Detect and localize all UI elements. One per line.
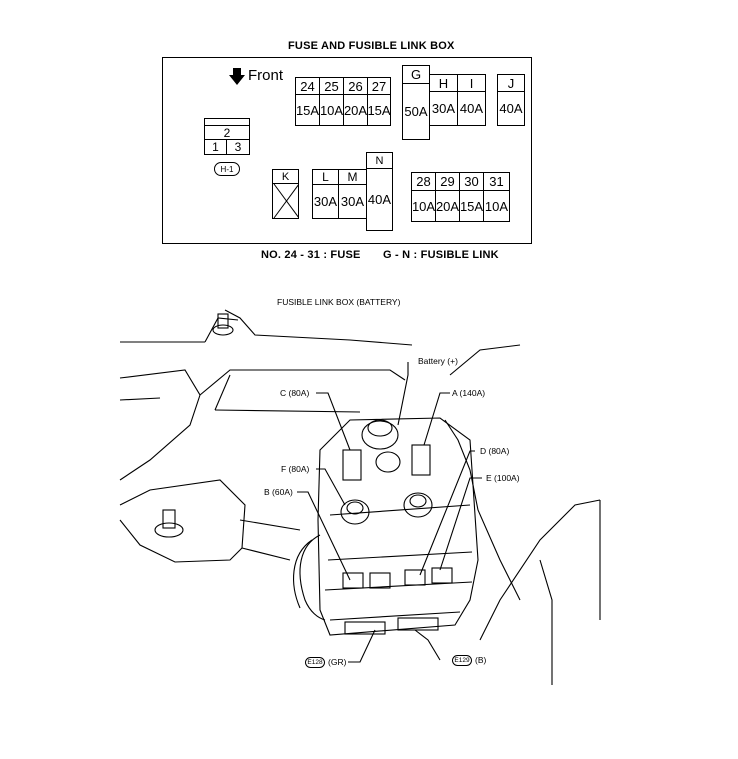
link-i-rating: 40A	[457, 91, 486, 126]
fuse-30-rating: 15A	[459, 190, 484, 222]
link-l-rating: 30A	[312, 184, 339, 219]
front-label: Front	[248, 67, 284, 84]
connector-e128-color: (GR)	[328, 657, 347, 667]
connector-pin-1: 1	[204, 139, 227, 155]
callout-e: E (100A)	[486, 473, 520, 483]
link-j-number: J	[497, 74, 525, 92]
fuse-28-rating: 10A	[411, 190, 436, 222]
link-h-rating: 30A	[429, 91, 458, 126]
link-k-number: K	[272, 169, 299, 184]
link-g-rating: 50A	[402, 83, 430, 140]
fuse-box-title: FUSE AND FUSIBLE LINK BOX	[288, 40, 455, 52]
callout-a: A (140A)	[452, 388, 486, 398]
empty-slot-cross-icon	[273, 183, 298, 219]
callout-c: C (80A)	[280, 388, 310, 398]
legend-fusible-link: G - N : FUSIBLE LINK	[383, 249, 499, 261]
link-j-rating: 40A	[497, 91, 525, 126]
fuse-26-number: 26	[343, 77, 368, 95]
fuse-29-number: 29	[435, 172, 460, 191]
link-n-number: N	[366, 152, 393, 169]
connector-pin-3: 3	[226, 139, 250, 155]
fuse-31-number: 31	[483, 172, 510, 191]
link-i-number: I	[457, 74, 486, 92]
callout-f: F (80A)	[281, 464, 310, 474]
fuse-30-number: 30	[459, 172, 484, 191]
link-g-number: G	[402, 65, 430, 84]
link-l-number: L	[312, 169, 339, 185]
battery-link-box-title: FUSIBLE LINK BOX (BATTERY)	[277, 297, 401, 307]
link-n-rating: 40A	[366, 168, 393, 231]
connector-e128-tag: E128	[305, 657, 325, 668]
legend-fuse: NO. 24 - 31 : FUSE	[261, 249, 361, 261]
connector-tag: H-1	[214, 162, 240, 176]
fuse-27-rating: 15A	[367, 94, 391, 126]
fuse-27-number: 27	[367, 77, 391, 95]
link-h-number: H	[429, 74, 458, 92]
fuse-25-number: 25	[319, 77, 344, 95]
fuse-25-rating: 10A	[319, 94, 344, 126]
connector-e129-tag: E129	[452, 655, 472, 666]
fuse-24-rating: 15A	[295, 94, 320, 126]
link-k-empty-slot	[272, 183, 299, 219]
link-m-rating: 30A	[338, 184, 367, 219]
connector-e129-color: (B)	[475, 655, 487, 665]
callout-battery: Battery (+)	[418, 356, 458, 366]
callout-b: B (60A)	[264, 487, 293, 497]
fuse-29-rating: 20A	[435, 190, 460, 222]
fuse-24-number: 24	[295, 77, 320, 95]
connector-pin-2: 2	[204, 125, 250, 140]
fuse-box-outline	[162, 57, 532, 244]
fuse-26-rating: 20A	[343, 94, 368, 126]
fuse-28-number: 28	[411, 172, 436, 191]
callout-d: D (80A)	[480, 446, 510, 456]
fuse-31-rating: 10A	[483, 190, 510, 222]
link-m-number: M	[338, 169, 367, 185]
